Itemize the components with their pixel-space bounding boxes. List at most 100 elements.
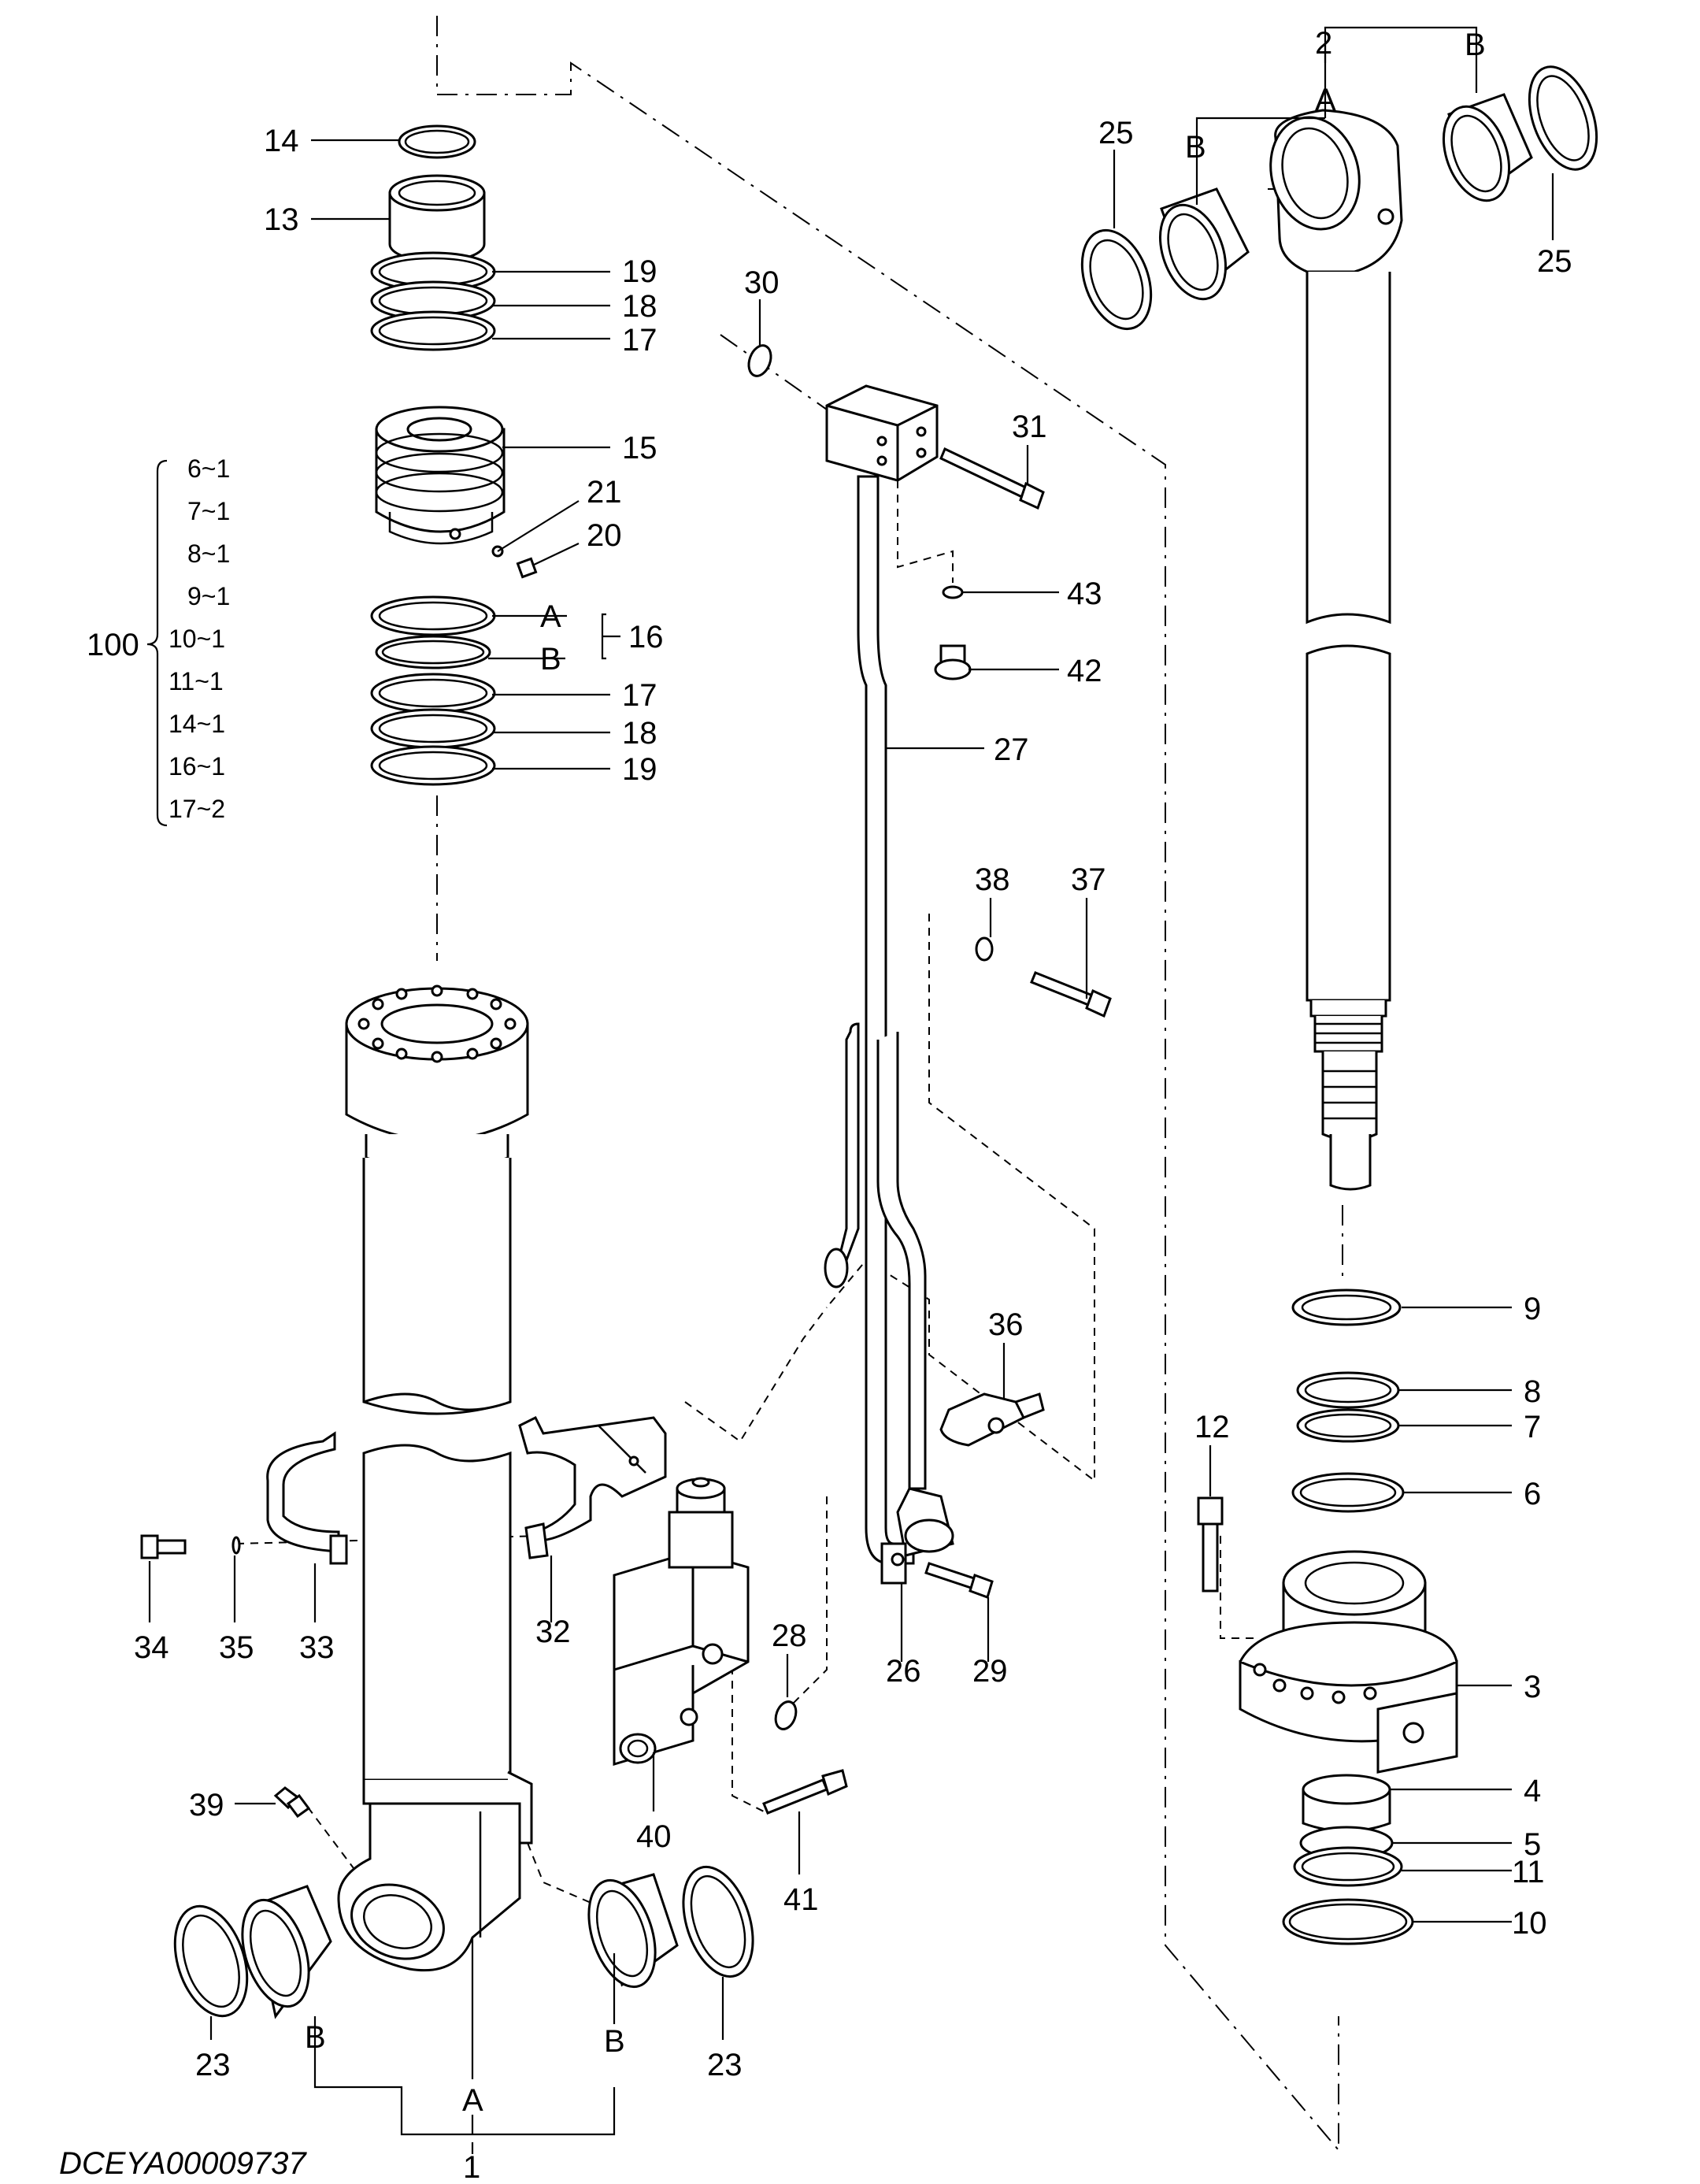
seal-ring-25-left (1080, 228, 1153, 331)
callout-17-upper: 17 (622, 323, 657, 358)
callout-12: 12 (1194, 1410, 1230, 1444)
o-ring-43 (942, 585, 964, 599)
set-screw-20 (516, 557, 538, 579)
seal-rings-19-18-17-upper (370, 251, 496, 351)
callout-36: 36 (988, 1307, 1024, 1342)
callout-18-lower: 18 (622, 716, 657, 751)
callout-8: 8 (1524, 1374, 1541, 1409)
callout-20: 20 (587, 518, 622, 553)
kit-item: 9~1 (187, 582, 230, 610)
callout-43: 43 (1067, 577, 1102, 611)
letter-B-upper-right: B (1465, 28, 1486, 62)
callout-15: 15 (622, 431, 657, 465)
callout-27: 27 (994, 732, 1029, 767)
callout-23-left: 23 (195, 2048, 231, 2082)
bolt-31 (939, 447, 1045, 510)
letter-B-upper-left: B (1185, 130, 1206, 165)
callout-labels: 14 13 19 18 17 15 21 20 A B 16 17 18 19 … (134, 26, 1572, 2184)
callout-32: 32 (535, 1615, 571, 1649)
kit-item: 14~1 (169, 710, 225, 738)
callout-25-left: 25 (1098, 116, 1134, 150)
callout-6: 6 (1524, 1477, 1541, 1511)
bolt-41 (762, 1769, 848, 1815)
letter-B-lower-left: B (305, 2020, 326, 2055)
bolt-34 (140, 1534, 187, 1559)
callout-11: 11 (1512, 1855, 1545, 1889)
seal-ring-23-left (173, 1904, 249, 2018)
callout-9: 9 (1524, 1292, 1541, 1326)
seal-ring-10 (1282, 1898, 1414, 1945)
callout-16: 16 (628, 620, 664, 654)
callout-25-right: 25 (1537, 244, 1572, 279)
kit-item: 6~1 (187, 454, 230, 483)
seal-ring-6 (1291, 1472, 1405, 1513)
callout-33: 33 (299, 1630, 335, 1665)
callout-21: 21 (587, 475, 622, 510)
callout-14: 14 (264, 124, 299, 158)
letter-A-lower: A (462, 2083, 483, 2118)
letter-B-lower-right: B (604, 2024, 625, 2059)
kit-item: 10~1 (169, 625, 225, 653)
callout-35: 35 (219, 1630, 254, 1665)
seal-ring-9 (1291, 1289, 1402, 1326)
seal-ring-14 (398, 124, 476, 159)
callout-31: 31 (1012, 410, 1047, 444)
clamp-bracket-32 (518, 1415, 667, 1559)
bushing-4 (1302, 1774, 1391, 1833)
cylinder-head-3 (1239, 1550, 1458, 1774)
seal-ring-8 (1296, 1371, 1400, 1409)
o-ring-30 (747, 344, 772, 377)
callout-3: 3 (1524, 1670, 1541, 1704)
bolt-37 (1030, 971, 1112, 1018)
callout-39: 39 (189, 1788, 224, 1822)
seal-ring-7 (1296, 1408, 1400, 1443)
drawing-code: DCEYA00009737 (59, 2146, 307, 2181)
bushing-upper-left (1158, 187, 1250, 301)
callout-1: 1 (463, 2150, 480, 2184)
seal-ring-11 (1293, 1846, 1403, 1887)
kit-item: 11~1 (169, 667, 224, 695)
callout-13: 13 (264, 202, 299, 237)
pipe-block (825, 384, 939, 482)
seal-ring-23-right (682, 1865, 754, 1978)
callout-42: 42 (1067, 654, 1102, 688)
callout-30: 30 (744, 265, 780, 300)
callout-40: 40 (636, 1819, 672, 1854)
washer-38 (975, 936, 994, 962)
cylinder-tube-1 (337, 984, 533, 1972)
leader-lines (146, 26, 1554, 2154)
bolt-29 (924, 1562, 994, 1599)
kit-item: 8~1 (187, 540, 230, 568)
clamp-36 (939, 1392, 1045, 1447)
callout-34: 34 (134, 1630, 169, 1665)
kit-item: 17~2 (169, 795, 225, 823)
callout-19-lower: 19 (622, 752, 657, 787)
grease-fitting-39 (273, 1786, 311, 1819)
callout-10: 10 (1512, 1906, 1547, 1941)
kit-item: 16~1 (169, 752, 225, 781)
piston-15 (375, 406, 506, 545)
callout-17-lower: 17 (622, 678, 657, 713)
callout-29: 29 (972, 1654, 1008, 1689)
letter-A-16: A (540, 599, 561, 634)
pipe-27 (824, 475, 954, 1585)
callout-7: 7 (1524, 1410, 1541, 1444)
bushing-upper-right (1442, 93, 1533, 202)
callout-23-right: 23 (707, 2048, 743, 2082)
callout-37: 37 (1071, 862, 1106, 897)
kit-item: 7~1 (187, 497, 230, 525)
plug-42 (934, 644, 972, 680)
bushing-13 (388, 174, 486, 263)
callout-41: 41 (783, 1882, 819, 1917)
kit-100-list: 100 6~1 7~1 8~1 9~1 10~1 11~1 14~1 16~1 … (87, 454, 230, 823)
callout-38: 38 (975, 862, 1010, 897)
callout-2: 2 (1315, 26, 1332, 61)
seal-rings-16-17-18-19-lower (370, 595, 496, 786)
callout-18-upper: 18 (622, 289, 657, 324)
bushing-lower-right (587, 1873, 679, 1989)
bolt-12 (1197, 1496, 1224, 1593)
piston-rod-2 (1269, 109, 1403, 1191)
pipe-clamp-33 (266, 1431, 348, 1565)
letter-B-16: B (540, 642, 561, 677)
